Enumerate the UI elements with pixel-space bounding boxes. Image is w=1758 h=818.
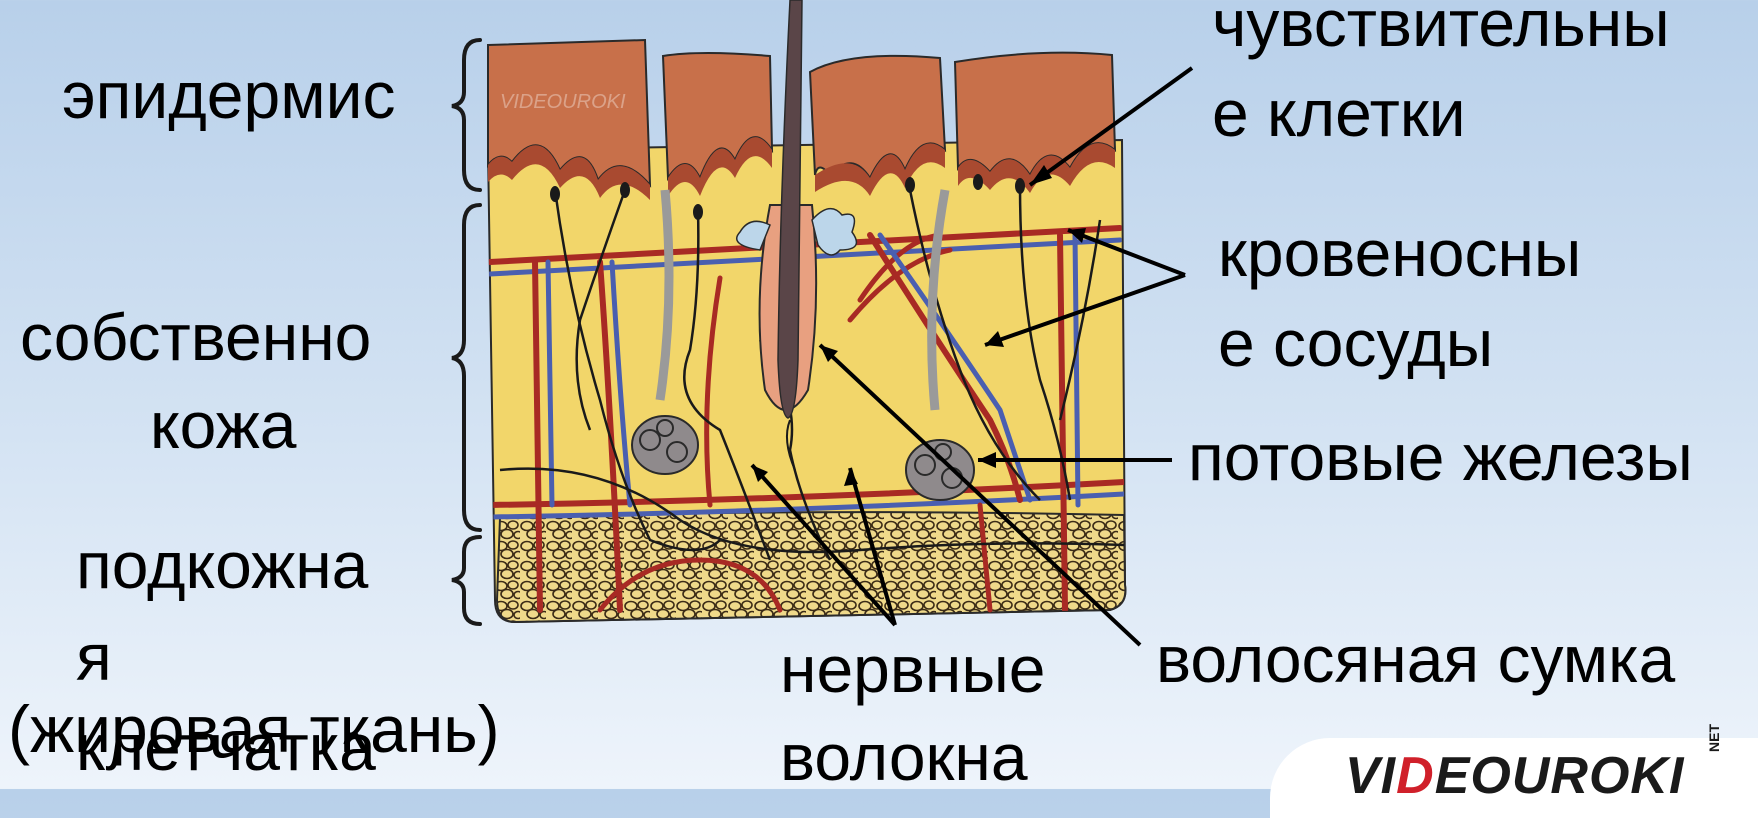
diagram-watermark: VIDEOUROKI (500, 91, 626, 113)
label-hypodermis-line1: подкожна (76, 528, 368, 603)
logo-part1: VI (1345, 747, 1396, 805)
label-vessels-line2: е сосуды (1218, 306, 1493, 381)
label-hypodermis-line2: я (76, 620, 112, 695)
brace-dermis (452, 205, 480, 530)
label-vessels-line1: кровеносны (1218, 216, 1581, 291)
label-hair-follicle: волосяная сумка (1156, 622, 1675, 697)
logo-part3: EOUROKI (1435, 747, 1685, 805)
label-sweat-glands: потовые железы (1188, 420, 1693, 495)
label-sensory-line1: чувствительны (1212, 0, 1670, 61)
logo-suffix: NET (1706, 724, 1722, 752)
label-dermis-line1: собственно (20, 300, 371, 375)
videouroki-logo: VIDEOUROKI (1345, 746, 1684, 806)
brace-epidermis (452, 40, 480, 190)
label-nerves-line1: нервные (780, 632, 1046, 707)
sweat-gland-right (906, 440, 974, 500)
label-nerves-line2: волокна (780, 720, 1028, 795)
label-fat-tissue: (жировая ткань) (8, 692, 500, 767)
brace-hypodermis (452, 537, 480, 624)
sweat-gland-left (632, 416, 698, 474)
label-epidermis: эпидермис (62, 58, 395, 133)
layer-braces (452, 40, 480, 624)
label-sensory-line2: е клетки (1212, 76, 1466, 151)
logo-part2: D (1396, 747, 1435, 805)
label-dermis-line2: кожа (150, 388, 296, 463)
